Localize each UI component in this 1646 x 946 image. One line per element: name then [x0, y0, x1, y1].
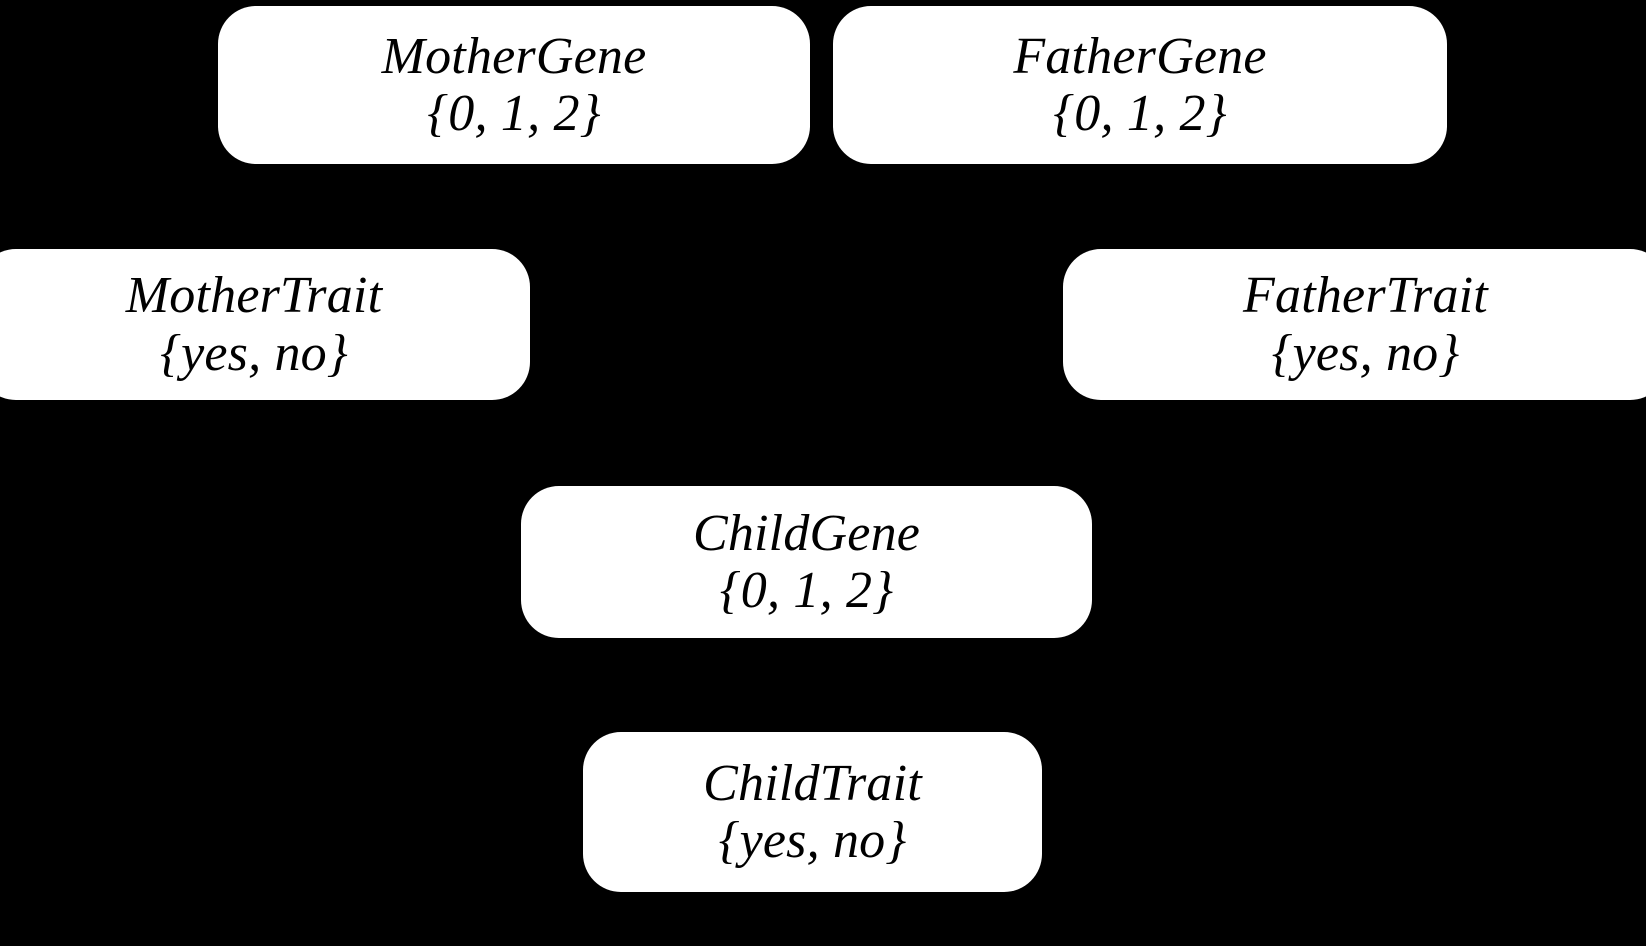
node-child-gene-label: ChildGene: [692, 504, 921, 562]
node-mother-gene-domain: {0, 1, 2}: [427, 85, 601, 142]
node-child-trait-label: ChildTrait: [703, 754, 922, 812]
node-father-trait-label: FatherTrait: [1243, 267, 1488, 325]
node-father-gene-label: FatherGene: [1013, 27, 1267, 85]
node-father-gene[interactable]: FatherGene {0, 1, 2}: [833, 6, 1447, 164]
node-father-gene-domain: {0, 1, 2}: [1053, 85, 1227, 142]
node-mother-gene[interactable]: MotherGene {0, 1, 2}: [218, 6, 810, 164]
node-child-gene-domain: {0, 1, 2}: [719, 562, 894, 619]
node-father-trait-domain: {yes, no}: [1271, 324, 1460, 382]
node-child-gene[interactable]: ChildGene {0, 1, 2}: [521, 486, 1092, 638]
node-mother-gene-label: MotherGene: [381, 27, 647, 85]
node-father-trait[interactable]: FatherTrait {yes, no}: [1063, 249, 1646, 400]
node-mother-trait-label: MotherTrait: [125, 267, 383, 325]
node-child-trait[interactable]: ChildTrait {yes, no}: [583, 732, 1042, 892]
node-mother-trait[interactable]: MotherTrait {yes, no}: [0, 249, 530, 400]
node-child-trait-domain: {yes, no}: [718, 812, 907, 869]
node-mother-trait-domain: {yes, no}: [160, 324, 348, 382]
